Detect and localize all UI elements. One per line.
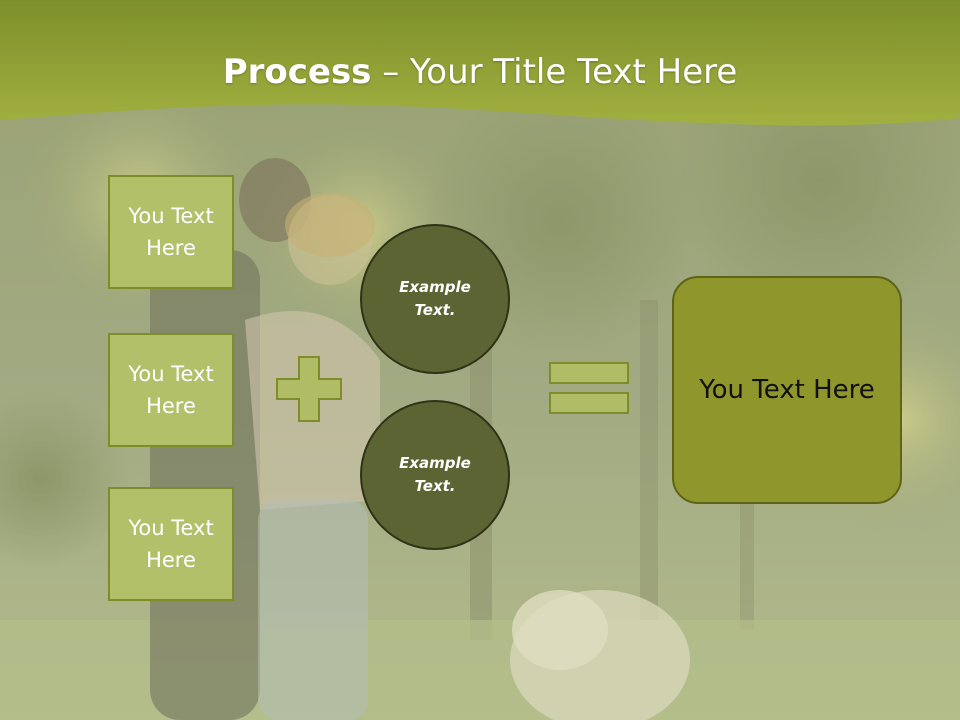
circle-label: Example Text. — [399, 278, 471, 319]
plus-icon — [276, 356, 342, 422]
equals-icon — [549, 362, 629, 414]
input-box-3[interactable]: You Text Here — [108, 487, 234, 601]
example-circle-1[interactable]: Example Text. — [360, 224, 510, 374]
result-box[interactable]: You Text Here — [672, 276, 902, 504]
circle-label: Example Text. — [399, 454, 471, 495]
input-box-2[interactable]: You Text Here — [108, 333, 234, 447]
input-box-label: You Text Here — [128, 362, 214, 418]
header-band — [0, 0, 960, 126]
input-box-label: You Text Here — [128, 516, 214, 572]
page-title: Process – Your Title Text Here — [0, 52, 960, 92]
example-circle-2[interactable]: Example Text. — [360, 400, 510, 550]
title-rest: – Your Title Text Here — [371, 52, 738, 92]
result-label: You Text Here — [699, 375, 875, 405]
input-box-1[interactable]: You Text Here — [108, 175, 234, 289]
title-bold: Process — [222, 52, 372, 92]
input-box-label: You Text Here — [128, 204, 214, 260]
